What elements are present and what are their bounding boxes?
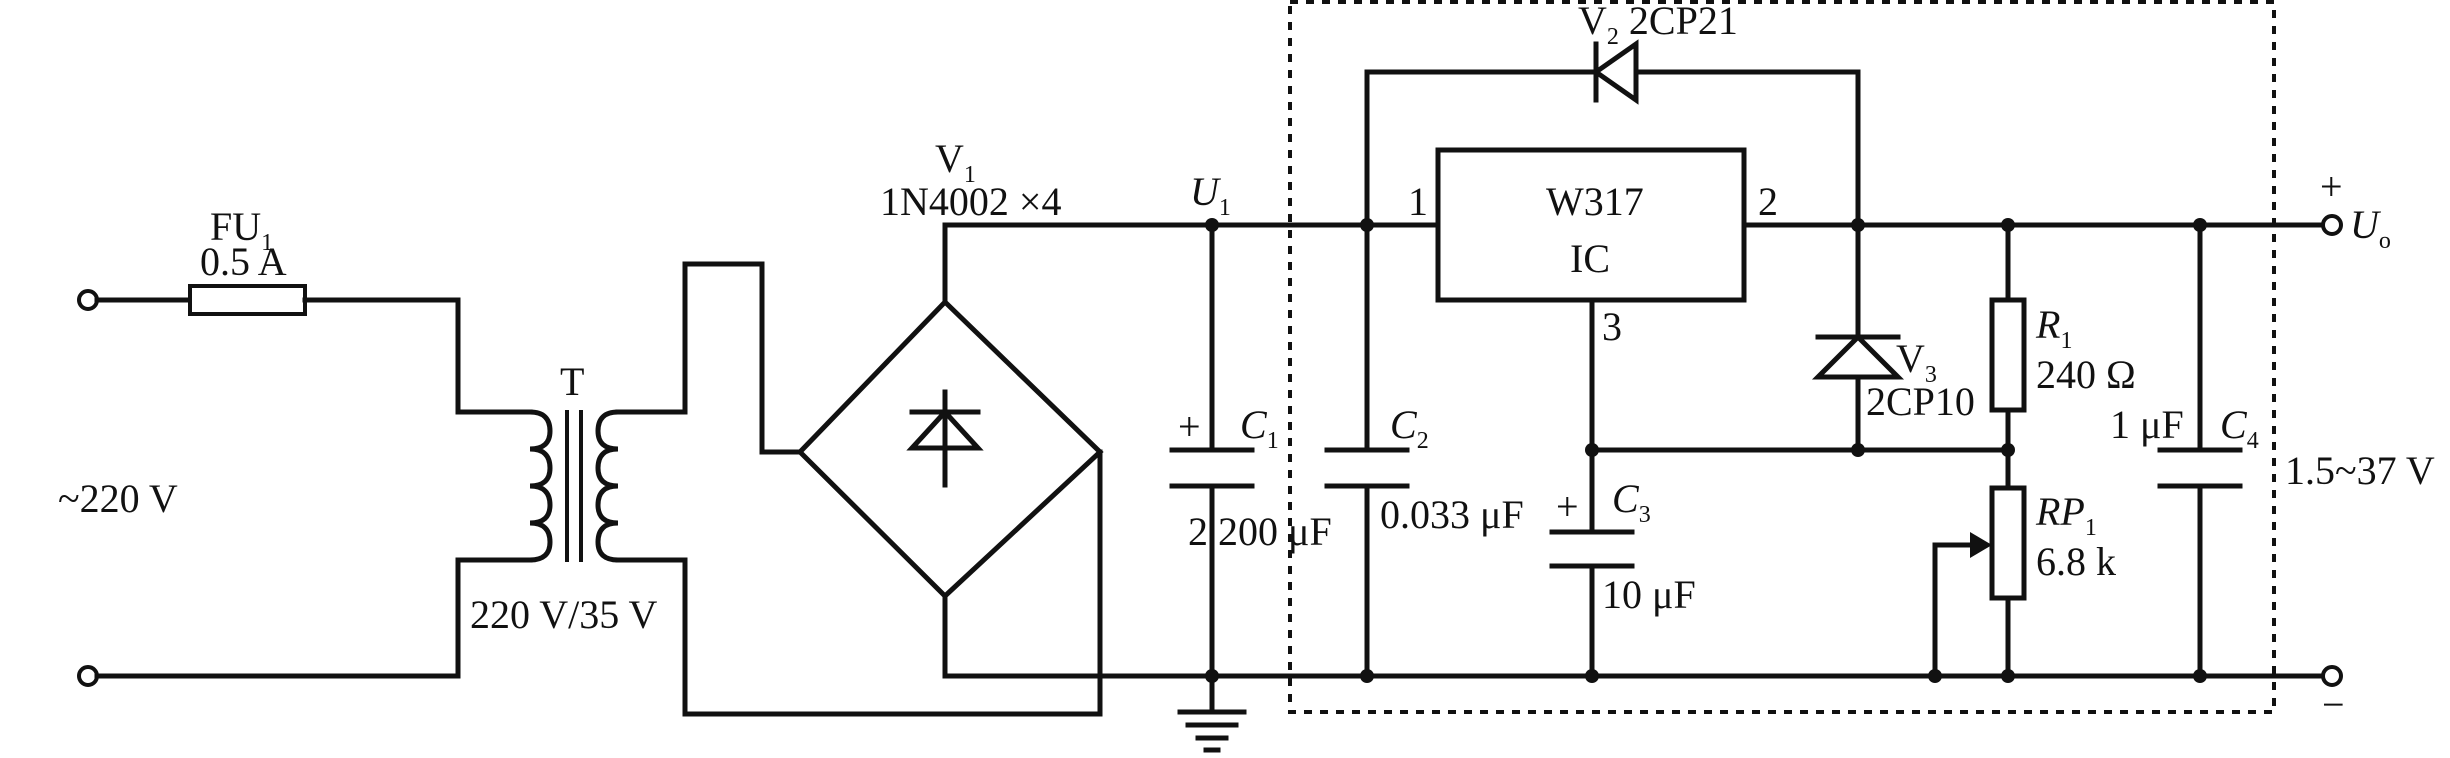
svg-text:FU1: FU1 bbox=[210, 204, 273, 256]
potentiometer-rp1: RP1 6.8 k bbox=[1932, 485, 2116, 679]
v3-ref: V bbox=[1896, 336, 1925, 381]
c4-ref: C bbox=[2220, 402, 2248, 447]
node-u1-sub: 1 bbox=[1219, 195, 1231, 221]
regulator-ic-w317: W317 IC 1 2 3 bbox=[1408, 147, 1778, 349]
svg-text:Uo: Uo bbox=[2350, 202, 2391, 254]
r1-value: 240 Ω bbox=[2036, 352, 2136, 397]
c1-polarity: + bbox=[1178, 404, 1201, 449]
transformer-ratio: 220 V/35 V bbox=[470, 592, 658, 637]
r1-sub: 1 bbox=[2060, 328, 2072, 354]
fuse-ref-sub: 1 bbox=[261, 230, 273, 256]
fuse-ref: FU bbox=[210, 204, 261, 249]
svg-text:R1: R1 bbox=[2035, 302, 2072, 354]
input-voltage-label: ~220 V bbox=[58, 476, 178, 521]
c2-sub: 2 bbox=[1417, 428, 1429, 454]
bridge-ref: V bbox=[935, 136, 964, 181]
c3-ref: C bbox=[1612, 476, 1640, 521]
output-label: U bbox=[2350, 202, 2382, 247]
c1-sub: 1 bbox=[1267, 428, 1279, 454]
svg-text:V1: V1 bbox=[935, 136, 976, 188]
c2-value: 0.033 μF bbox=[1380, 492, 1524, 537]
junction-dots bbox=[1205, 218, 2207, 683]
output-sub: o bbox=[2379, 228, 2391, 254]
output-plus: + bbox=[2320, 164, 2343, 209]
svg-text:C4: C4 bbox=[2220, 402, 2259, 454]
fuse-fu1: FU1 0.5 A bbox=[94, 204, 461, 316]
node-u1-label: U bbox=[1190, 169, 1222, 214]
v3-sub: 3 bbox=[1925, 362, 1937, 388]
rp1-value: 6.8 k bbox=[2036, 539, 2116, 584]
bridge-part: 1N4002 ×4 bbox=[880, 179, 1061, 224]
svg-text:RP1: RP1 bbox=[2035, 489, 2097, 541]
output-range: 1.5~37 V bbox=[2285, 448, 2435, 493]
svg-text:U1: U1 bbox=[1190, 169, 1231, 221]
resistor-r1: R1 240 Ω bbox=[1989, 222, 2136, 491]
v2-sub: 2 bbox=[1607, 24, 1619, 50]
svg-text:V3: V3 bbox=[1896, 336, 1937, 388]
bridge-ref-sub: 1 bbox=[964, 162, 976, 188]
c4-value: 1 μF bbox=[2110, 402, 2184, 447]
diode-v3: V3 2CP10 bbox=[1811, 222, 1975, 453]
capacitor-c4: 1 μF C4 bbox=[2110, 222, 2259, 679]
capacitor-c1: + C1 2 200 μF bbox=[1169, 222, 1332, 679]
capacitor-c2: C2 0.033 μF bbox=[1324, 222, 1524, 679]
ic-pin3: 3 bbox=[1602, 304, 1622, 349]
svg-text:C2: C2 bbox=[1390, 402, 1429, 454]
c2-ref: C bbox=[1390, 402, 1418, 447]
c3-polarity: + bbox=[1556, 484, 1579, 529]
ic-pin2: 2 bbox=[1758, 179, 1778, 224]
fuse-rating: 0.5 A bbox=[200, 239, 287, 284]
transformer-t: T 220 V/35 V bbox=[470, 359, 658, 637]
rp1-sub: 1 bbox=[2085, 515, 2097, 541]
svg-text:C1: C1 bbox=[1240, 402, 1279, 454]
c3-sub: 3 bbox=[1639, 502, 1651, 528]
input-terminals: ~220 V bbox=[58, 289, 178, 687]
c1-value: 2 200 μF bbox=[1188, 509, 1332, 554]
output-minus: − bbox=[2322, 682, 2345, 727]
c3-value: 10 μF bbox=[1602, 572, 1696, 617]
c1-ref: C bbox=[1240, 402, 1268, 447]
v2-ref: V bbox=[1578, 0, 1607, 43]
v3-part: 2CP10 bbox=[1866, 379, 1975, 424]
c4-sub: 4 bbox=[2247, 428, 2259, 454]
rp1-ref: RP bbox=[2035, 489, 2085, 534]
r1-ref: R bbox=[2035, 302, 2060, 347]
output-terminals: + − Uo 1.5~37 V bbox=[2285, 164, 2435, 727]
ic-name: W317 bbox=[1546, 179, 1644, 224]
v2-part: 2CP21 bbox=[1629, 0, 1738, 43]
capacitor-c3: + C3 10 μF bbox=[1549, 447, 1696, 679]
ic-type: IC bbox=[1570, 236, 1610, 281]
ground-symbol bbox=[1177, 673, 1247, 753]
transformer-ref: T bbox=[560, 359, 584, 404]
svg-text:C3: C3 bbox=[1612, 476, 1651, 528]
ic-pin1: 1 bbox=[1408, 179, 1428, 224]
bridge-rectifier-v1: V1 1N4002 ×4 bbox=[796, 136, 1104, 600]
